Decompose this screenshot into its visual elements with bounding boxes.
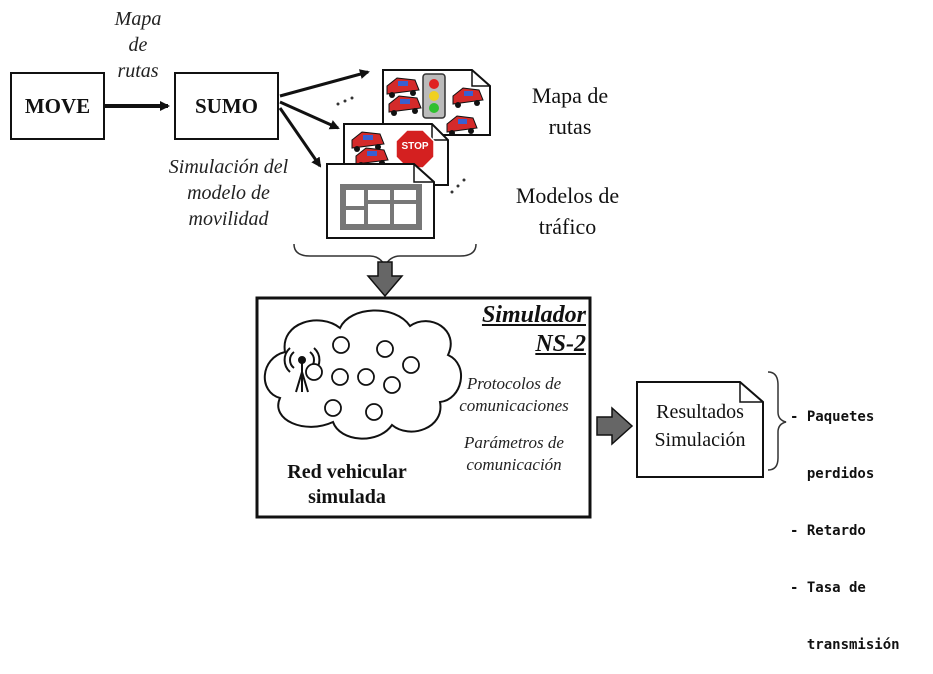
mobility-simulation-label: Simulación del modelo de movilidad — [168, 156, 289, 230]
vehicular-network-label: Red vehicular simulada — [287, 461, 407, 508]
results-label: Resultados Simulación — [654, 401, 746, 451]
stop-sign-text: STOP — [401, 141, 429, 152]
parameters-label: Parámetros de comunicación — [464, 433, 564, 474]
sumo-arrow-to-card1 — [279, 69, 370, 98]
sumo-arrow-to-card3 — [278, 107, 322, 168]
car-icon-3 — [452, 87, 484, 108]
traffic-models-label: Modelos de tráfico — [515, 183, 620, 239]
traffic-light-icon — [422, 73, 446, 119]
arrow-to-results — [596, 406, 634, 446]
vehicle-node — [402, 356, 420, 374]
vehicle-node — [365, 403, 383, 421]
car-icon-5 — [351, 131, 385, 152]
sumo-arrow-to-card2 — [279, 100, 340, 130]
vehicle-node — [324, 399, 342, 417]
output-item: - Retardo — [790, 523, 866, 539]
output-item: - Paquetes — [790, 409, 875, 425]
down-arrow-to-simulator — [366, 261, 404, 298]
sumo-box: SUMO — [174, 72, 279, 140]
vehicle-node — [357, 368, 375, 386]
vehicle-node — [305, 363, 323, 381]
car-icon-2 — [388, 95, 422, 116]
simulator-title: Simulador NS-2 — [481, 302, 586, 357]
vehicle-node — [331, 368, 349, 386]
car-icon-4 — [446, 115, 478, 136]
route-map-input-label: Mapa de rutas — [114, 8, 162, 82]
sumo-label: SUMO — [195, 93, 258, 118]
output-item: transmisión — [790, 637, 900, 653]
vehicle-node — [376, 340, 394, 358]
ellipsis-dots-right — [450, 178, 466, 194]
results-document — [636, 381, 764, 478]
move-box: MOVE — [10, 72, 105, 140]
vehicle-nodes — [305, 336, 420, 421]
move-label: MOVE — [24, 93, 91, 118]
stop-sign-icon — [395, 129, 435, 169]
route-map-output-label: Mapa de rutas — [531, 83, 609, 139]
outputs-list: - Paquetes perdidos - Retardo - Tasa de … — [790, 370, 900, 674]
ellipsis-dots-top — [336, 96, 354, 106]
vehicle-node — [383, 376, 401, 394]
protocols-label: Protocolos de comunicaciones — [459, 374, 569, 415]
diagram-graphics — [105, 69, 787, 519]
output-item: perdidos — [790, 466, 875, 482]
output-item: - Tasa de — [790, 580, 866, 596]
car-icon-1 — [386, 77, 420, 98]
vehicle-node — [332, 336, 350, 354]
outputs-brace — [767, 371, 787, 471]
road-map-card-front — [326, 163, 435, 239]
